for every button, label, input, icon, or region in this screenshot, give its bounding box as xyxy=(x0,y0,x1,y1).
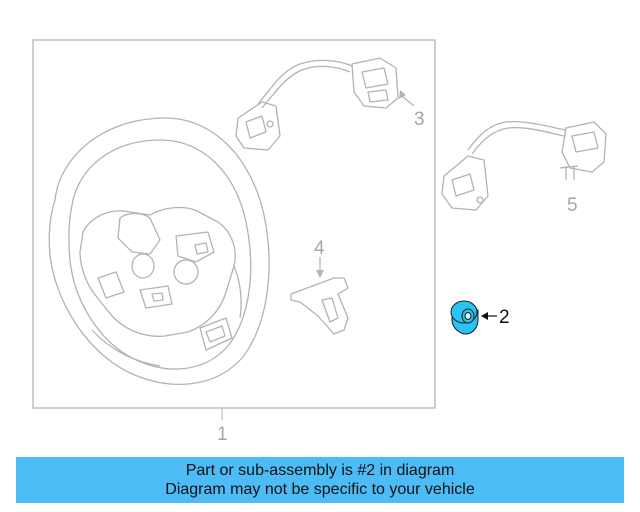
callout-4-label: 4 xyxy=(314,238,325,259)
callout-3-label: 3 xyxy=(414,109,425,130)
callout-2-label: 2 xyxy=(499,307,510,328)
callout-3-arrowhead xyxy=(399,90,406,99)
callout-1-label: 1 xyxy=(217,424,228,445)
bracket-drawing xyxy=(290,277,349,335)
callout-5-label: 5 xyxy=(567,195,578,216)
diagram-info-banner: Part or sub-assembly is #2 in diagram Di… xyxy=(16,457,624,503)
part-2-grommet-highlight xyxy=(450,300,479,335)
switch-assembly-5-drawing xyxy=(441,120,607,211)
callout-2-arrowhead xyxy=(481,312,488,320)
callout-4-arrowhead xyxy=(316,270,324,278)
banner-part-note: Part or sub-assembly is #2 in diagram xyxy=(185,462,455,479)
banner-disclaimer: Diagram may not be specific to your vehi… xyxy=(165,481,475,498)
switch-assembly-drawing xyxy=(235,57,399,151)
callout-3-leader xyxy=(401,95,415,107)
assembly-frame xyxy=(32,39,436,409)
steering-wheel-drawing xyxy=(48,117,270,386)
